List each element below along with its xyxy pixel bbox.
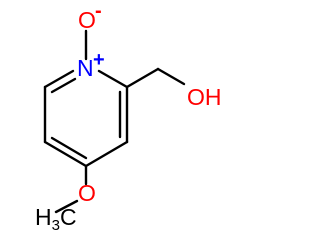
methyl-h: H <box>35 204 52 230</box>
n-oxide-oxygen-charge: - <box>95 0 102 22</box>
methyl-subscript: 3 <box>52 217 60 234</box>
ether-oxygen-label: O <box>78 180 96 206</box>
bond-c2-ch2 <box>125 67 160 89</box>
bond-c4-c5-inner <box>50 136 88 160</box>
bonds <box>43 29 186 214</box>
bond-c6-n-inner <box>50 77 77 94</box>
bond-ch2-oh <box>156 67 186 86</box>
bond-c6-n <box>43 69 75 89</box>
hydroxyl-label: OH <box>187 84 222 110</box>
molecule-structure: O - N + OH O H3C <box>35 0 222 234</box>
ring-nitrogen-charge: + <box>93 49 105 71</box>
bond-n-c2 <box>97 69 129 89</box>
ring-nitrogen-label: N <box>77 55 94 81</box>
methyl-label: H3C <box>35 204 77 234</box>
bond-c3-c4 <box>84 140 129 168</box>
bond-c4-c5 <box>43 140 88 168</box>
methyl-c: C <box>60 204 77 230</box>
bond-o-ch3 <box>54 199 79 214</box>
n-oxide-oxygen-label: O <box>78 7 96 33</box>
atom-labels: O - N + OH O H3C <box>35 0 222 234</box>
